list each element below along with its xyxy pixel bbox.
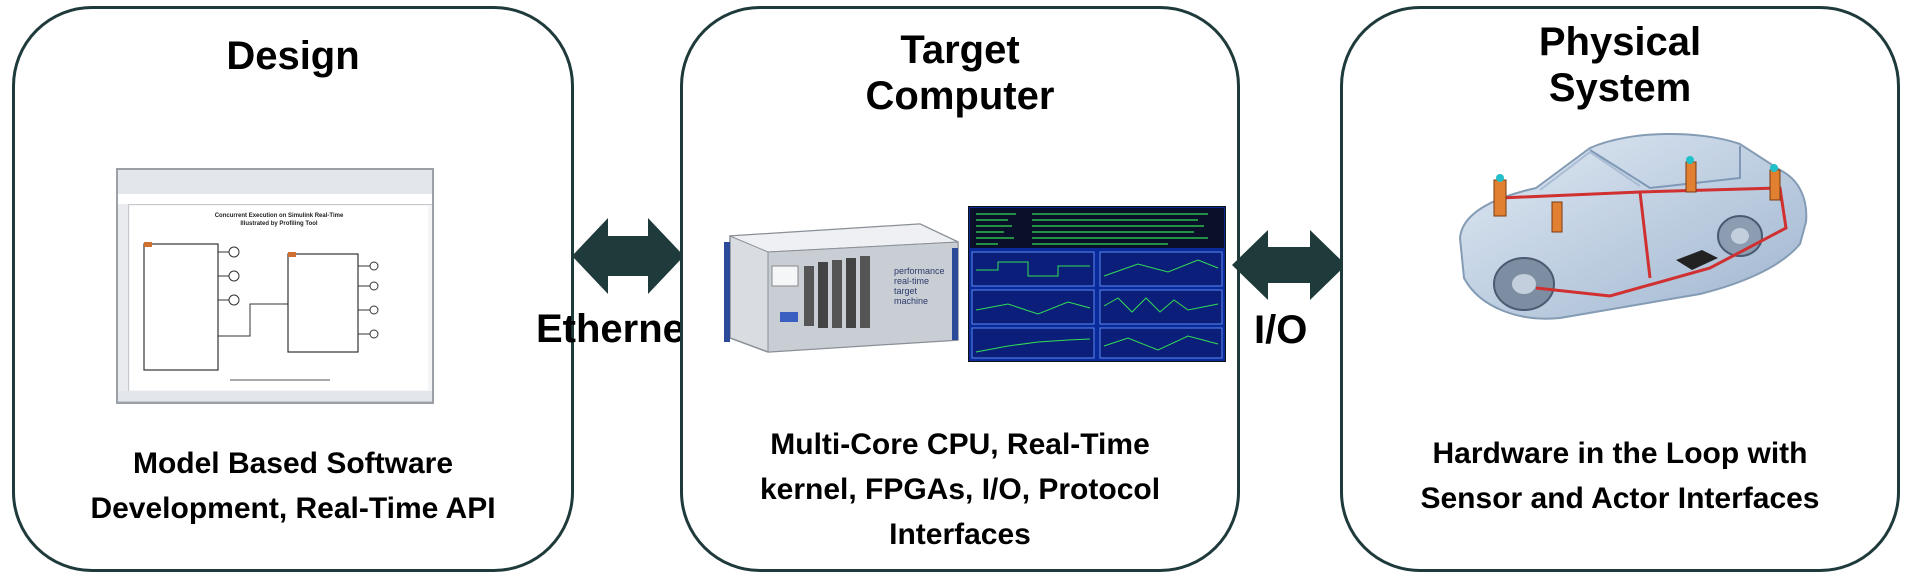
output-port-icon: [369, 281, 379, 291]
subsystem-block-left: [143, 243, 219, 371]
toolbar: [118, 180, 432, 195]
side-palette: [118, 204, 129, 392]
chassis-label-1: performance: [894, 266, 945, 276]
physical-title-line2: System: [1548, 66, 1692, 110]
sensor-dot: [1686, 156, 1694, 164]
scope-icon-3: [228, 294, 240, 306]
ethernet-label: Ethernet: [536, 307, 699, 351]
physical-caption: Hardware in the Loop with Sensor and Act…: [1343, 431, 1897, 521]
actuator-rear-left: [1685, 161, 1697, 193]
output-port-icon: [369, 261, 379, 271]
address-bar: [118, 194, 432, 205]
rear-handle: [952, 248, 958, 340]
model-canvas: Concurrent Execution on Simulink Real-Ti…: [130, 206, 428, 390]
design-caption-line2: Development, Real-Time API: [90, 492, 496, 525]
block-tag-left: [144, 242, 152, 247]
target-title-line1: Target: [900, 28, 1020, 72]
model-title: Concurrent Execution on Simulink Real-Ti…: [214, 213, 344, 227]
ethernet-double-arrow-icon: [572, 218, 684, 294]
io-double-arrow-icon: [1232, 230, 1346, 300]
actuator-front-right: [1551, 201, 1563, 233]
console-traces: [975, 259, 1219, 353]
target-caption-line1: Multi-Core CPU, Real-Time: [770, 428, 1150, 461]
design-title: Design: [226, 34, 360, 78]
realtime-console-display: [968, 206, 1226, 362]
subsystem-block-right: [287, 253, 359, 353]
target-title-line2: Computer: [865, 74, 1055, 118]
physical-caption-line1: Hardware in the Loop with: [1432, 437, 1808, 470]
scope-icon-1: [228, 246, 240, 258]
ecu-box: [1676, 250, 1718, 270]
io-label: I/O: [1254, 308, 1308, 352]
model-diagram: [143, 242, 379, 381]
block-tag-right: [288, 252, 296, 257]
sensor-dot: [1496, 174, 1504, 182]
status-bar: [118, 391, 432, 402]
chassis-label-4: machine: [894, 296, 928, 306]
console-text-lines: [976, 213, 1208, 245]
design-caption-line1: Model Based Software: [132, 447, 454, 480]
target-caption-line2: kernel, FPGAs, I/O, Protocol: [759, 473, 1161, 506]
output-port-icon: [369, 305, 379, 315]
software-screenshot: Concurrent Execution on Simulink Real-Ti…: [116, 168, 434, 404]
front-handle: [724, 242, 730, 342]
actuator-rear-right: [1769, 169, 1781, 201]
target-caption: Multi-Core CPU, Real-Time kernel, FPGAs,…: [683, 422, 1237, 557]
target-title: Target Computer: [683, 27, 1237, 119]
design-panel: Design Model Based Software Development,…: [12, 6, 574, 572]
target-machine-chassis-image: performance real-time target machine: [724, 223, 959, 353]
physical-caption-line2: Sensor and Actor Interfaces: [1420, 482, 1820, 515]
signal-line: [218, 303, 288, 337]
physical-title-line1: Physical: [1538, 20, 1702, 64]
physical-title: Physical System: [1343, 19, 1897, 111]
target-caption-line3: Interfaces: [889, 518, 1031, 551]
chassis-label-2: real-time: [894, 276, 929, 286]
vehicle-hil-image: [1458, 132, 1808, 320]
actuator-front-left: [1493, 179, 1507, 217]
output-port-icon: [369, 329, 379, 339]
chassis-label-3: target: [894, 286, 918, 296]
scope-icon-2: [228, 270, 240, 282]
sensor-dot: [1770, 164, 1778, 172]
design-caption: Model Based Software Development, Real-T…: [15, 441, 571, 531]
